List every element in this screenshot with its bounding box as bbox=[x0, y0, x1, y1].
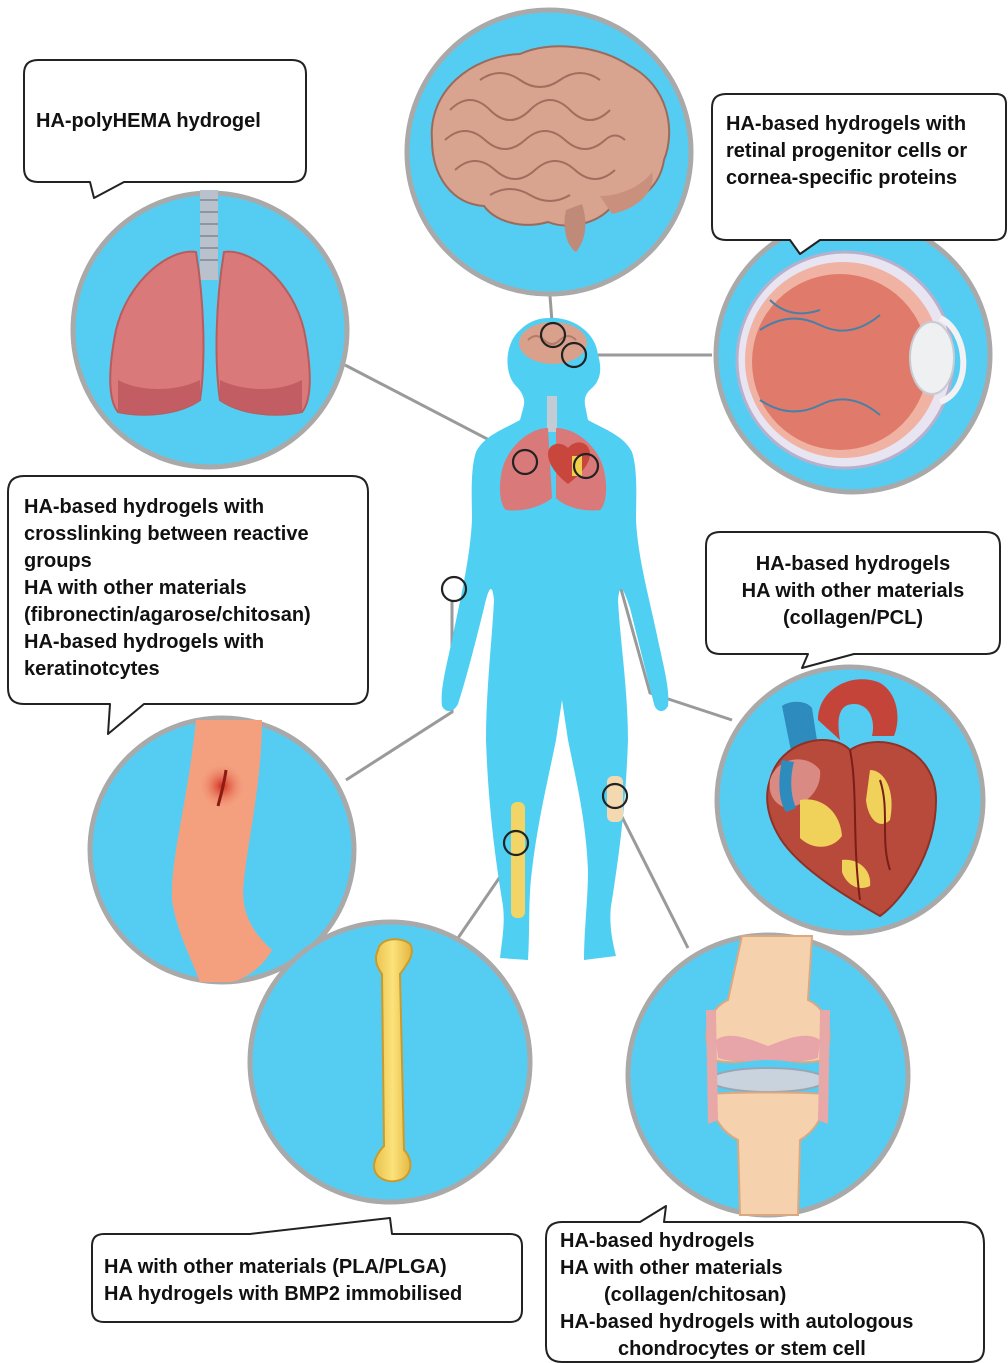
eye-circle bbox=[716, 218, 990, 492]
callout-line: retinal progenitor cells or bbox=[726, 138, 967, 165]
callout-line: (collagen/PCL) bbox=[712, 605, 994, 632]
knee-ligament-right bbox=[818, 1010, 830, 1124]
callout-line: HA-based hydrogels bbox=[560, 1228, 980, 1255]
callout-line: groups bbox=[24, 548, 311, 575]
callout-line: crosslinking between reactive bbox=[24, 521, 311, 548]
connector-knee bbox=[616, 805, 688, 948]
marker-skin bbox=[442, 577, 466, 601]
brain-circle bbox=[407, 10, 691, 294]
callout-line: keratinotcytes bbox=[24, 656, 311, 683]
callout-eye-text: HA-based hydrogels with retinal progenit… bbox=[726, 111, 967, 192]
callout-heart-text: HA-based hydrogels HA with other materia… bbox=[712, 551, 994, 632]
callout-bone-text: HA with other materials (PLA/PLGA) HA hy… bbox=[104, 1254, 462, 1308]
callout-line: HA with other materials bbox=[560, 1255, 980, 1282]
callout-lung-text: HA-polyHEMA hydrogel bbox=[36, 108, 261, 135]
callout-line: cornea-specific proteins bbox=[726, 165, 967, 192]
callout-skin-text: HA-based hydrogels with crosslinking bet… bbox=[24, 494, 311, 683]
knee-circle bbox=[628, 935, 908, 1215]
callout-line: HA with other materials bbox=[712, 578, 994, 605]
callout-line: HA-based hydrogels bbox=[712, 551, 994, 578]
knee-meniscus bbox=[710, 1068, 826, 1092]
knee-ligament-left bbox=[706, 1010, 718, 1124]
lung-circle bbox=[73, 190, 347, 467]
bone-circle bbox=[250, 922, 530, 1202]
callout-line: HA hydrogels with BMP2 immobilised bbox=[104, 1281, 462, 1308]
callout-line: HA-based hydrogels with bbox=[24, 494, 311, 521]
callout-line: HA-based hydrogels with autologous bbox=[560, 1309, 980, 1336]
eye-vitreous bbox=[752, 274, 928, 450]
body-femur-bone bbox=[511, 802, 525, 918]
callout-line: (fibronectin/agarose/chitosan) bbox=[24, 602, 311, 629]
callout-knee-text: HA-based hydrogels HA with other materia… bbox=[560, 1228, 980, 1363]
body-trachea bbox=[547, 396, 557, 432]
callout-line: HA-based hydrogels with bbox=[726, 111, 967, 138]
callout-line: HA with other materials bbox=[24, 575, 311, 602]
callout-line: HA-polyHEMA hydrogel bbox=[36, 108, 261, 135]
callout-line: HA-based hydrogels with bbox=[24, 629, 311, 656]
callout-line: (collagen/chitosan) bbox=[560, 1282, 980, 1309]
callout-line: chondrocytes or stem cell bbox=[560, 1336, 980, 1363]
eye-lens bbox=[910, 322, 954, 394]
heart-circle bbox=[717, 667, 983, 933]
callout-line: HA with other materials (PLA/PLGA) bbox=[104, 1254, 462, 1281]
